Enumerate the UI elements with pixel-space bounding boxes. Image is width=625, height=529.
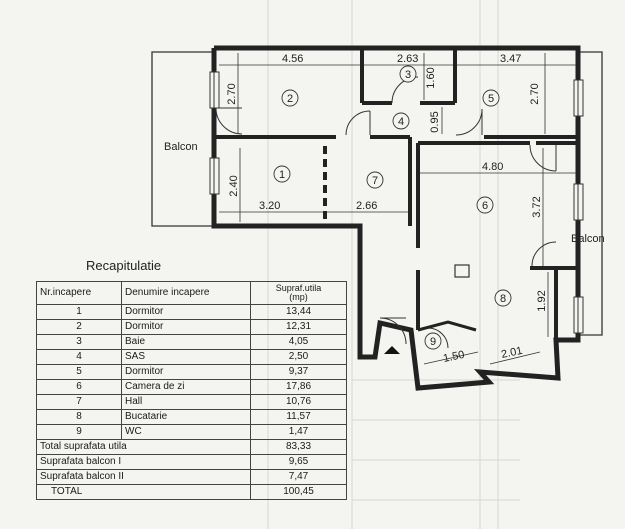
room-name-cell: Camera de zi	[121, 379, 251, 395]
dimension-lines	[219, 53, 576, 365]
room-name-cell: Hall	[121, 394, 251, 410]
room-number-cell: 5	[36, 364, 122, 380]
total-value-cell: 9,65	[250, 454, 347, 470]
column-header: Supraf.utila(mp)	[250, 281, 347, 305]
total-value-cell: 100,45	[250, 484, 347, 500]
dimension-label: 1.50	[442, 349, 465, 365]
recap-title: Recapitulatie	[86, 258, 162, 273]
total-value-cell: 83,33	[250, 439, 347, 455]
balcony-label: Balcon	[164, 141, 198, 153]
room-number-cell: 8	[36, 409, 122, 425]
exterior-walls	[211, 45, 581, 391]
total-label-cell: Suprafata balcon II	[36, 469, 251, 485]
entrance-arrow-icon	[384, 346, 400, 354]
dimension-label: 2.70	[529, 83, 541, 104]
room-number-cell: 7	[36, 394, 122, 410]
room-number: 8	[500, 293, 506, 305]
dimension-label: 3.47	[500, 53, 521, 65]
dimension-label: 4.80	[482, 161, 503, 173]
area-cell: 9,37	[250, 364, 347, 380]
room-name-cell: Bucatarie	[121, 409, 251, 425]
room-number: 2	[287, 93, 293, 105]
column-header: Denumire incapere	[121, 281, 251, 305]
dimension-label: 1.60	[425, 67, 437, 88]
area-cell: 13,44	[250, 304, 347, 320]
wc-walls	[417, 320, 477, 332]
dimension-label: 2.01	[500, 345, 523, 361]
room-name-cell: Dormitor	[121, 364, 251, 380]
room-name-cell: Dormitor	[121, 319, 251, 335]
room-number-cell: 9	[36, 424, 122, 440]
dimension-label: 3.20	[259, 200, 280, 212]
dimension-label: 2.70	[226, 83, 238, 104]
balcony-right	[578, 51, 603, 336]
table-header-row: Nr.incapere Denumire incapere Supraf.uti…	[36, 281, 347, 305]
total-label-cell: Total suprafata utila	[36, 439, 251, 455]
total-value-cell: 7,47	[250, 469, 347, 485]
total-label-cell: Suprafata balcon I	[36, 454, 251, 470]
area-cell: 10,76	[250, 394, 347, 410]
dimension-label: 1.92	[536, 290, 548, 311]
room-number: 1	[279, 169, 285, 181]
room-number: 4	[398, 116, 404, 128]
room-name-cell: Dormitor	[121, 304, 251, 320]
area-cell: 4,05	[250, 334, 347, 350]
dimension-label: 4.56	[282, 53, 303, 65]
dimension-label: 2.40	[228, 175, 240, 196]
dimension-label: 2.63	[397, 53, 418, 65]
column-marker	[454, 264, 470, 278]
interior-walls	[214, 48, 578, 340]
total-label-cell: TOTAL	[36, 484, 251, 500]
dimension-label: 0.95	[429, 111, 441, 132]
area-cell: 11,57	[250, 409, 347, 425]
balcony-label: Balcon	[571, 233, 605, 245]
area-cell: 2,50	[250, 349, 347, 365]
windows	[209, 71, 584, 334]
room-name-cell: Baie	[121, 334, 251, 350]
balcony-left	[151, 51, 216, 227]
room-name-cell: SAS	[121, 349, 251, 365]
recap-table: Nr.incapere Denumire incapere Supraf.uti…	[36, 281, 347, 500]
column-header-text: Supraf.utila(mp)	[275, 283, 322, 302]
room-name-cell: WC	[121, 424, 251, 440]
dimension-label: 3.72	[531, 196, 543, 217]
room-number-cell: 2	[36, 319, 122, 335]
room-number-cell: 3	[36, 334, 122, 350]
area-cell: 17,86	[250, 379, 347, 395]
room-number: 7	[372, 175, 378, 187]
room-number-cell: 6	[36, 379, 122, 395]
room-number: 3	[405, 69, 411, 81]
dimension-label: 2.66	[356, 200, 377, 212]
area-cell: 1,47	[250, 424, 347, 440]
room-number: 9	[430, 336, 436, 348]
room-number-cell: 1	[36, 304, 122, 320]
room-number: 5	[488, 93, 494, 105]
room-markers	[273, 65, 512, 350]
room-number: 6	[482, 200, 488, 212]
column-header: Nr.incapere	[36, 281, 122, 305]
area-cell: 12,31	[250, 319, 347, 335]
room-number-cell: 4	[36, 349, 122, 365]
